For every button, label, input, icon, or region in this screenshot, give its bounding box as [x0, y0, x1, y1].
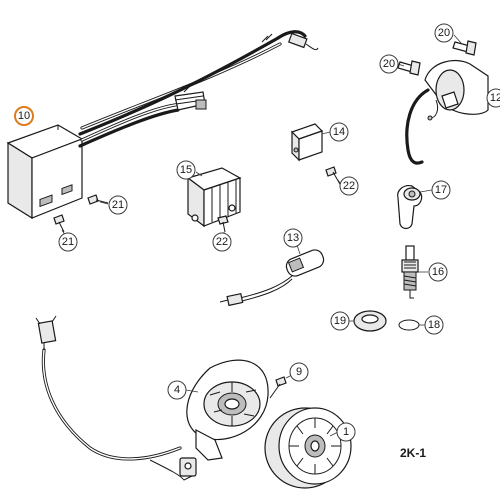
callout-label: 9 — [296, 366, 302, 378]
callout-label: 4 — [174, 384, 180, 396]
callout-flywheel-rotor[interactable]: 1 — [336, 422, 356, 442]
callout-screw-21-right[interactable]: 21 — [108, 195, 128, 215]
callout-label: 21 — [62, 236, 74, 248]
callout-cdi-unit[interactable]: 10 — [14, 106, 34, 126]
screw-21-bottom — [53, 214, 65, 233]
callout-screw-22-regulator[interactable]: 22 — [212, 232, 232, 252]
callout-sealing-washer[interactable]: 19 — [330, 311, 350, 331]
callout-label: 20 — [383, 58, 395, 70]
callout-label: 1 — [343, 426, 349, 438]
callout-label: 22 — [216, 236, 228, 248]
callout-label: 16 — [432, 266, 444, 278]
diagram-code: 2K-1 — [400, 446, 426, 460]
cdi-unit — [6, 124, 84, 220]
bolt-20-lower — [397, 60, 421, 76]
cdi-wiring-harness — [78, 30, 319, 148]
sealing-washer — [353, 310, 387, 332]
callout-spark-plug[interactable]: 16 — [428, 262, 448, 282]
callout-spark-plug-cap[interactable]: 17 — [431, 180, 451, 200]
callout-voltage-regulator[interactable]: 15 — [176, 160, 196, 180]
callout-label: 12 — [490, 92, 500, 104]
relay — [290, 123, 324, 162]
callout-screw-21-bottom[interactable]: 21 — [58, 232, 78, 252]
voltage-regulator — [186, 167, 242, 228]
callout-label: 17 — [435, 184, 447, 196]
callout-screw-9[interactable]: 9 — [289, 362, 309, 382]
callout-label: 13 — [287, 232, 299, 244]
screw-21-right — [87, 194, 109, 205]
callout-label: 20 — [438, 27, 450, 39]
spark-plug-cap — [397, 185, 423, 230]
pickup-sensor — [219, 249, 325, 307]
callout-label: 22 — [343, 180, 355, 192]
spark-plug — [401, 245, 419, 299]
callout-label: 10 — [18, 110, 30, 122]
callout-label: 18 — [428, 319, 440, 331]
callout-o-ring[interactable]: 18 — [424, 315, 444, 335]
callout-bolt-20-lower[interactable]: 20 — [379, 54, 399, 74]
callout-stator[interactable]: 4 — [167, 380, 187, 400]
callout-relay[interactable]: 14 — [329, 122, 349, 142]
leader-lines — [61, 34, 463, 437]
stator-wiring — [35, 315, 197, 481]
screw-9 — [269, 376, 287, 399]
callout-label: 15 — [180, 164, 192, 176]
ignition-coil — [405, 59, 489, 165]
callout-label: 21 — [112, 199, 124, 211]
callout-ignition-coil[interactable]: 12 — [486, 88, 500, 108]
stator — [186, 359, 269, 461]
callout-bolt-20-upper[interactable]: 20 — [434, 23, 454, 43]
callout-screw-22-relay[interactable]: 22 — [339, 176, 359, 196]
o-ring — [398, 319, 420, 331]
bolt-20-upper — [452, 40, 477, 56]
screw-22-regulator — [217, 215, 229, 233]
callout-label: 14 — [333, 126, 345, 138]
screw-22-relay — [325, 166, 342, 187]
flywheel-rotor — [264, 407, 352, 489]
callout-label: 19 — [334, 315, 346, 327]
callout-pickup-sensor[interactable]: 13 — [283, 228, 303, 248]
